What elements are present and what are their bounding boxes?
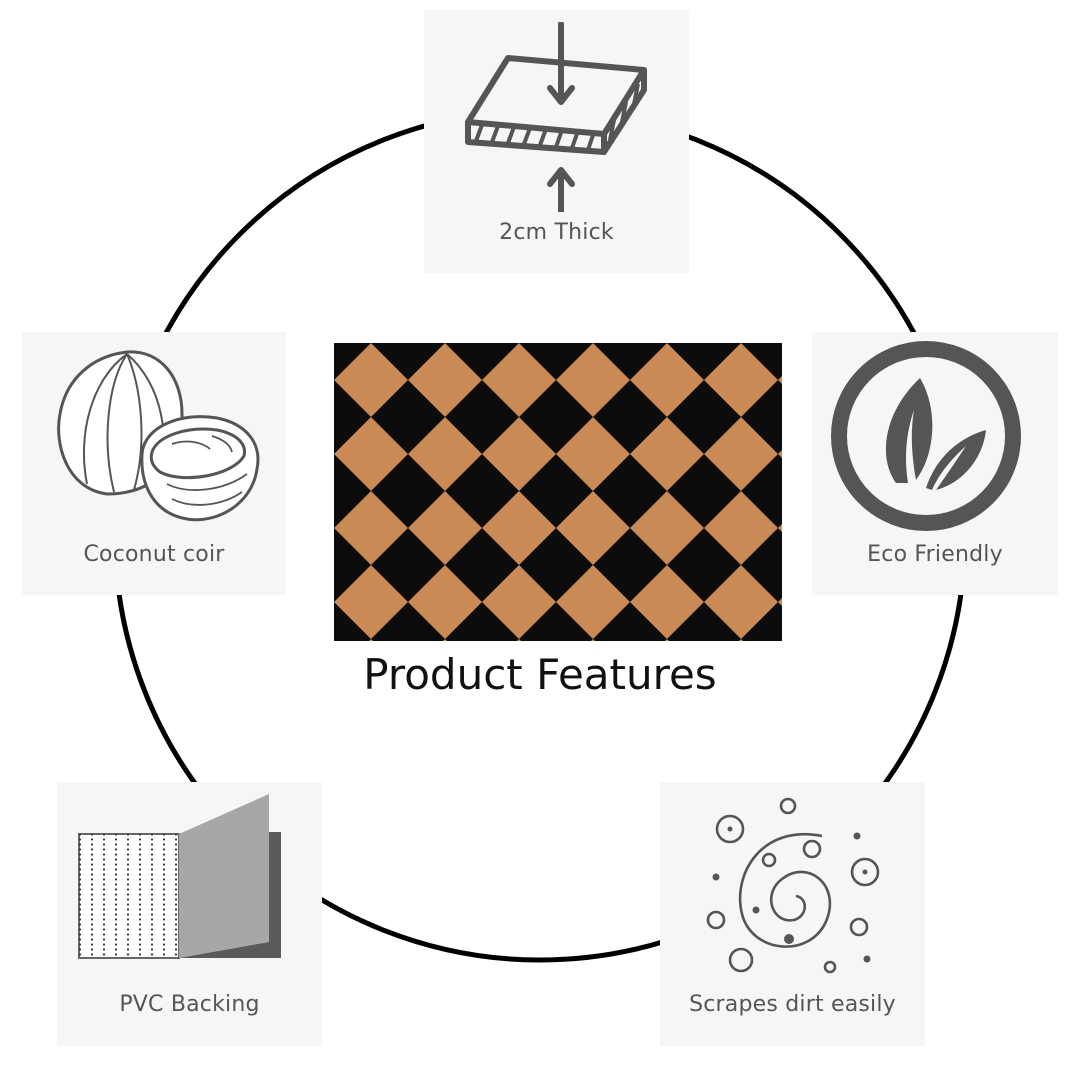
mat-diamond — [704, 343, 778, 417]
feature-label-backing: PVC Backing — [119, 992, 260, 1017]
mat-diamond — [556, 491, 630, 565]
leaf-icon — [831, 341, 1021, 531]
thickness-icon — [465, 22, 647, 212]
mat-diamond — [334, 417, 408, 491]
mat-diamond — [630, 417, 704, 491]
feature-card-eco: Eco Friendly — [812, 332, 1058, 595]
mat-diamond — [369, 639, 373, 641]
mat-diamond — [408, 417, 482, 491]
page-title: Product Features — [363, 650, 717, 699]
checkered-doormat-image — [334, 343, 782, 641]
pvc-backing-icon — [78, 794, 281, 959]
swirl-dirt-icon — [706, 797, 880, 974]
mat-diamond — [443, 639, 447, 641]
mat-diamond — [778, 524, 782, 532]
feature-label-eco: Eco Friendly — [867, 542, 1003, 567]
feature-label-thickness: 2cm Thick — [499, 220, 614, 245]
mat-diamond — [556, 417, 630, 491]
mat-diamond — [704, 565, 778, 639]
mat-diamond — [704, 491, 778, 565]
mat-diamond — [334, 343, 408, 417]
mat-diamond — [556, 343, 630, 417]
mat-diamond — [482, 565, 556, 639]
mat-diamond — [408, 343, 482, 417]
coconut-icon — [57, 350, 260, 522]
mat-diamond — [334, 491, 408, 565]
mat-diamond — [334, 565, 408, 639]
mat-diamond — [630, 491, 704, 565]
mat-diamond — [778, 376, 782, 384]
feature-card-thickness: 2cm Thick — [424, 10, 689, 273]
feature-card-scrape: Scrapes dirt easily — [660, 782, 925, 1046]
mat-diamond — [482, 417, 556, 491]
feature-card-material: Coconut coir — [22, 332, 286, 595]
mat-diamond — [482, 343, 556, 417]
mat-diamond — [591, 639, 595, 641]
feature-card-backing: PVC Backing — [57, 782, 322, 1046]
mat-diamond — [482, 491, 556, 565]
mat-diamond — [739, 639, 743, 641]
mat-diamond — [630, 565, 704, 639]
mat-diamond — [778, 450, 782, 458]
feature-label-scrape: Scrapes dirt easily — [689, 992, 896, 1017]
mat-diamond — [517, 639, 521, 641]
feature-label-material: Coconut coir — [83, 542, 225, 567]
mat-diamond — [556, 565, 630, 639]
mat-diamond — [408, 491, 482, 565]
mat-diamond — [408, 565, 482, 639]
mat-diamond — [704, 417, 778, 491]
mat-diamond — [778, 598, 782, 606]
mat-diamond — [630, 343, 704, 417]
mat-diamond — [665, 639, 669, 641]
